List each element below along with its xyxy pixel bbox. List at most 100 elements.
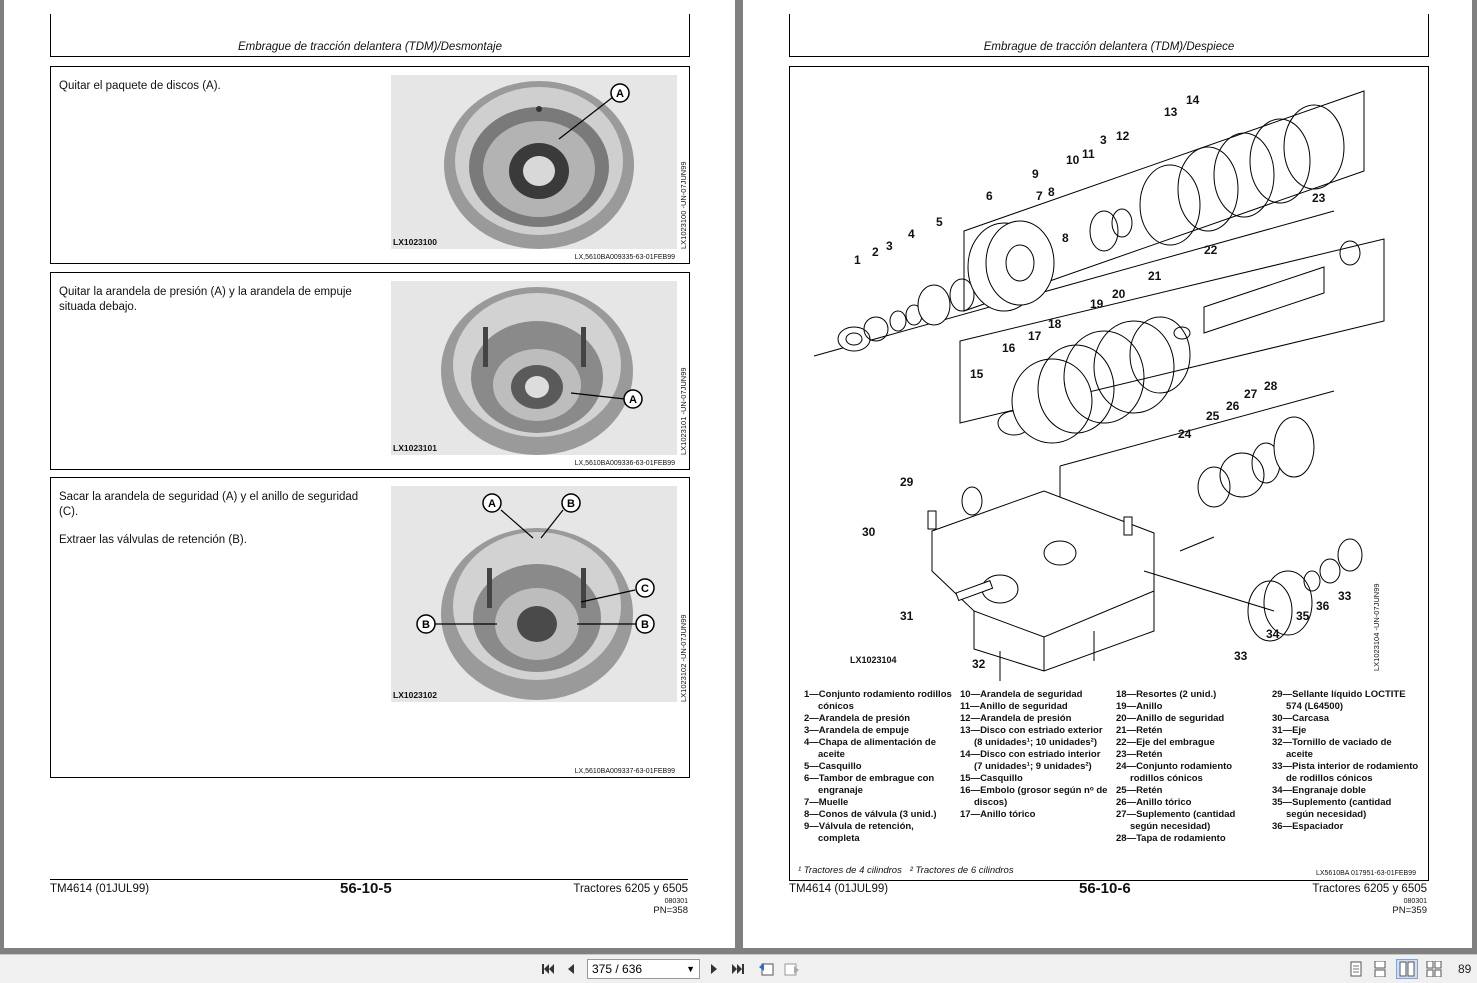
part-number-label: 23 — [1312, 191, 1326, 205]
legend-item: 4—Chapa de alimentación de aceite — [804, 737, 936, 760]
legend-item: 27—Suplemento (cantidad según necesidad) — [1116, 809, 1236, 832]
legend-item: 24—Conjunto rodamiento rodillos cónicos — [1116, 761, 1233, 784]
continuous-view-button[interactable] — [1370, 959, 1390, 979]
first-page-icon — [542, 964, 554, 974]
part-number-label: 22 — [1204, 243, 1218, 257]
photo-drawing: A — [391, 75, 677, 249]
part-number-label: 27 — [1244, 387, 1258, 401]
legend-item: 12—Arandela de presión — [960, 713, 1072, 724]
continuous-facing-view-button[interactable] — [1423, 959, 1445, 979]
page-header: Embrague de tracción delantera (TDM)/Des… — [789, 14, 1429, 57]
continuous-facing-icon — [1426, 961, 1442, 977]
page-header-title: Embrague de tracción delantera (TDM)/Des… — [238, 41, 502, 53]
part-number-label: 14 — [1186, 93, 1200, 107]
footer-manual-id: TM4614 (01JUL99) — [789, 883, 889, 895]
part-number-label: 29 — [900, 475, 914, 489]
legend-item: 28—Tapa de rodamiento — [1116, 833, 1226, 844]
zoom-value: 89 — [1458, 962, 1472, 976]
legend-item: 20—Anillo de seguridad — [1116, 713, 1225, 724]
instruction-text: Quitar la arandela de presión (A) y la a… — [59, 285, 379, 328]
legend-item: 6—Tambor de embrague con engranaje — [804, 773, 935, 796]
part-number-label: 17 — [1028, 329, 1042, 343]
previous-page-button[interactable] — [562, 959, 580, 979]
photo-drawing: A B C B B — [391, 486, 677, 702]
photo-retaining-ring: A B C B B LX1023102 — [391, 486, 677, 702]
legend-item: 26—Anillo tórico — [1116, 797, 1192, 808]
legend-item: 21—Retén — [1116, 725, 1163, 736]
dropdown-arrow-icon[interactable]: ▼ — [686, 964, 695, 974]
callout-label: A — [629, 394, 637, 406]
legend-item: 8—Conos de válvula (3 unid.) — [804, 809, 937, 820]
legend-item: 31—Eje — [1272, 725, 1307, 736]
legend-item: 2—Arandela de presión — [804, 713, 911, 724]
next-page-button[interactable] — [705, 959, 723, 979]
legend-item: 19—Anillo — [1116, 701, 1163, 712]
callout-label: A — [488, 498, 496, 510]
facing-view-button[interactable] — [1396, 959, 1418, 979]
photo-drawing: A — [391, 281, 677, 455]
footer-pn: PN=358 — [653, 905, 688, 916]
last-page-icon — [732, 964, 744, 974]
legend-item: 33—Pista interior de rodamiento de rodil… — [1272, 761, 1419, 784]
part-number-label: 7 — [1036, 189, 1043, 203]
part-number-label: 11 — [1082, 147, 1095, 161]
part-number-label: 18 — [1048, 317, 1062, 331]
part-number-label: 6 — [986, 189, 993, 203]
footer-page-number: 56-10-6 — [1079, 880, 1131, 897]
legend-column-2: 10—Arandela de seguridad 11—Anillo de se… — [960, 689, 1108, 821]
legend-item: 29—Sellante líquido LOCTITE 574 (L64500) — [1272, 689, 1406, 712]
document-page-left: Embrague de tracción delantera (TDM)/Des… — [4, 0, 735, 948]
callout-label: B — [567, 498, 575, 510]
part-number-label: 30 — [862, 525, 876, 539]
legend-item: 35—Suplemento (cantidad según necesidad) — [1272, 797, 1392, 820]
legend-column-4: 29—Sellante líquido LOCTITE 574 (L64500)… — [1272, 689, 1420, 833]
reference-code: LX,5610BA009337-63-01FEB99 — [574, 768, 675, 775]
instruction-text: Quitar el paquete de discos (A). — [59, 79, 379, 108]
part-number-label: 8 — [1048, 185, 1055, 199]
go-forward-view-icon — [784, 963, 799, 976]
legend-item: 34—Engranaje doble — [1272, 785, 1366, 796]
zoom-field[interactable]: 89 — [1458, 959, 1476, 979]
footer-manual-id: TM4614 (01JUL99) — [50, 883, 150, 895]
part-number-label: 12 — [1116, 129, 1130, 143]
single-page-view-button[interactable] — [1346, 959, 1366, 979]
part-number-label: 33 — [1338, 589, 1352, 603]
footer-pn: PN=359 — [1392, 905, 1427, 916]
part-number-label: 20 — [1112, 287, 1126, 301]
legend-item: 17—Anillo tórico — [960, 809, 1036, 820]
legend-item: 36—Espaciador — [1272, 821, 1344, 832]
footer-date-code: 080301 — [1403, 898, 1427, 905]
part-number-label: 8 — [1062, 231, 1069, 245]
first-page-button[interactable] — [538, 959, 558, 979]
legend-item: 3—Arandela de empuje — [804, 725, 910, 736]
part-number-label: 26 — [1226, 399, 1240, 413]
callout-label: A — [616, 88, 624, 100]
legend-item: 9—Válvula de retención, completa — [804, 821, 914, 844]
legend-item: 10—Arandela de seguridad — [960, 689, 1083, 700]
page-header: Embrague de tracción delantera (TDM)/Des… — [50, 14, 690, 57]
reference-code: LX,5610BA009335-63-01FEB99 — [574, 254, 675, 261]
part-number-label: 2 — [872, 245, 879, 259]
go-back-view-icon — [759, 963, 774, 976]
viewer-toolbar: 375 / 636 ▼ 89 — [0, 954, 1477, 983]
facing-pages-icon — [1399, 961, 1415, 977]
part-number-label: 24 — [1178, 427, 1192, 441]
go-forward-view-button[interactable] — [781, 959, 803, 979]
instruction-box-2: Quitar la arandela de presión (A) y la a… — [50, 272, 690, 470]
part-number-label: 16 — [1002, 341, 1016, 355]
part-number-label: 34 — [1266, 627, 1280, 641]
go-back-view-button[interactable] — [755, 959, 777, 979]
last-page-button[interactable] — [728, 959, 748, 979]
part-number-label: 9 — [1032, 167, 1039, 181]
legend-item: 32—Tornillo de vaciado de aceite — [1272, 737, 1392, 760]
part-number-label: 31 — [900, 609, 914, 623]
photo-side-code: LX1023100 -UN-07JUN99 — [679, 161, 688, 249]
legend-column-3: 18—Resortes (2 unid.) 19—Anillo 20—Anill… — [1116, 689, 1264, 845]
legend-item: 18—Resortes (2 unid.) — [1116, 689, 1217, 700]
footer-model: Tractores 6205 y 6505 — [573, 883, 688, 895]
page-header-title: Embrague de tracción delantera (TDM)/Des… — [983, 41, 1235, 53]
legend-item: 15—Casquillo — [960, 773, 1023, 784]
footer-rule — [50, 879, 688, 880]
page-number-field[interactable]: 375 / 636 ▼ — [587, 959, 700, 979]
